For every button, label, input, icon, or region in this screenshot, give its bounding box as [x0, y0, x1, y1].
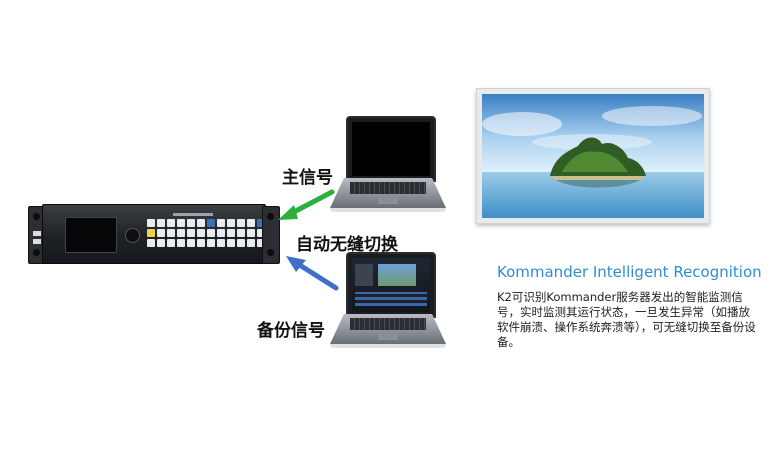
device-lcd-screen [65, 217, 117, 253]
main-signal-label: 主信号 [282, 168, 333, 188]
arrow-up-left-icon [286, 256, 339, 291]
device-knob [125, 228, 140, 243]
feature-description: K2可识别Kommander服务器发出的智能监测信号，实时监测其运行状态，一旦发… [497, 290, 756, 349]
signal-arrows [278, 189, 339, 291]
switcher-device [28, 200, 280, 264]
feature-title: Kommander Intelligent Recognition [497, 263, 762, 281]
backup-laptop [330, 252, 446, 352]
device-chassis [42, 204, 266, 264]
arrow-down-left-icon [278, 189, 335, 220]
main-laptop [330, 116, 446, 216]
rack-ear-right [262, 206, 280, 264]
island-photo [476, 88, 710, 224]
backup-signal-label: 备份信号 [257, 321, 325, 341]
device-button-grid [147, 219, 265, 247]
backup-laptop-screen [352, 258, 430, 312]
seamless-switch-label: 自动无缝切换 [296, 235, 398, 255]
main-laptop-screen [352, 122, 430, 176]
